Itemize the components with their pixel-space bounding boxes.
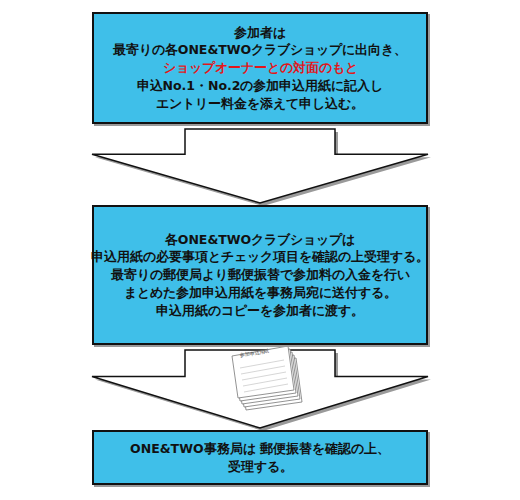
process-box: 各ONE&TWOクラブショップは 申込用紙の必要事項とチェック項目を確認の上受理… xyxy=(92,205,428,345)
process-box: 参加者は 最寄りの各ONE&TWOクラブショップに出向き、ショップオーナーとの対… xyxy=(92,12,428,124)
arrow-outline xyxy=(92,129,428,203)
box-text: ONE&TWO事務局は 郵便振替を確認の上、受理する。 xyxy=(102,440,418,476)
box-text: 参加者は 最寄りの各ONE&TWOクラブショップに出向き、 xyxy=(102,24,418,60)
block-arrow xyxy=(92,129,431,206)
paper-stack xyxy=(226,346,310,412)
box-text: 申込No.1・No.2の参加申込用紙に記入し エントリー料金を添えて申し込む。 xyxy=(102,77,418,113)
box-text: ショップオーナーとの対面のもと xyxy=(163,59,358,77)
box-text: 各ONE&TWOクラブショップは 申込用紙の必要事項とチェック項目を確認の上受理… xyxy=(91,231,429,320)
process-box: ONE&TWO事務局は 郵便振替を確認の上、受理する。 xyxy=(92,430,428,485)
